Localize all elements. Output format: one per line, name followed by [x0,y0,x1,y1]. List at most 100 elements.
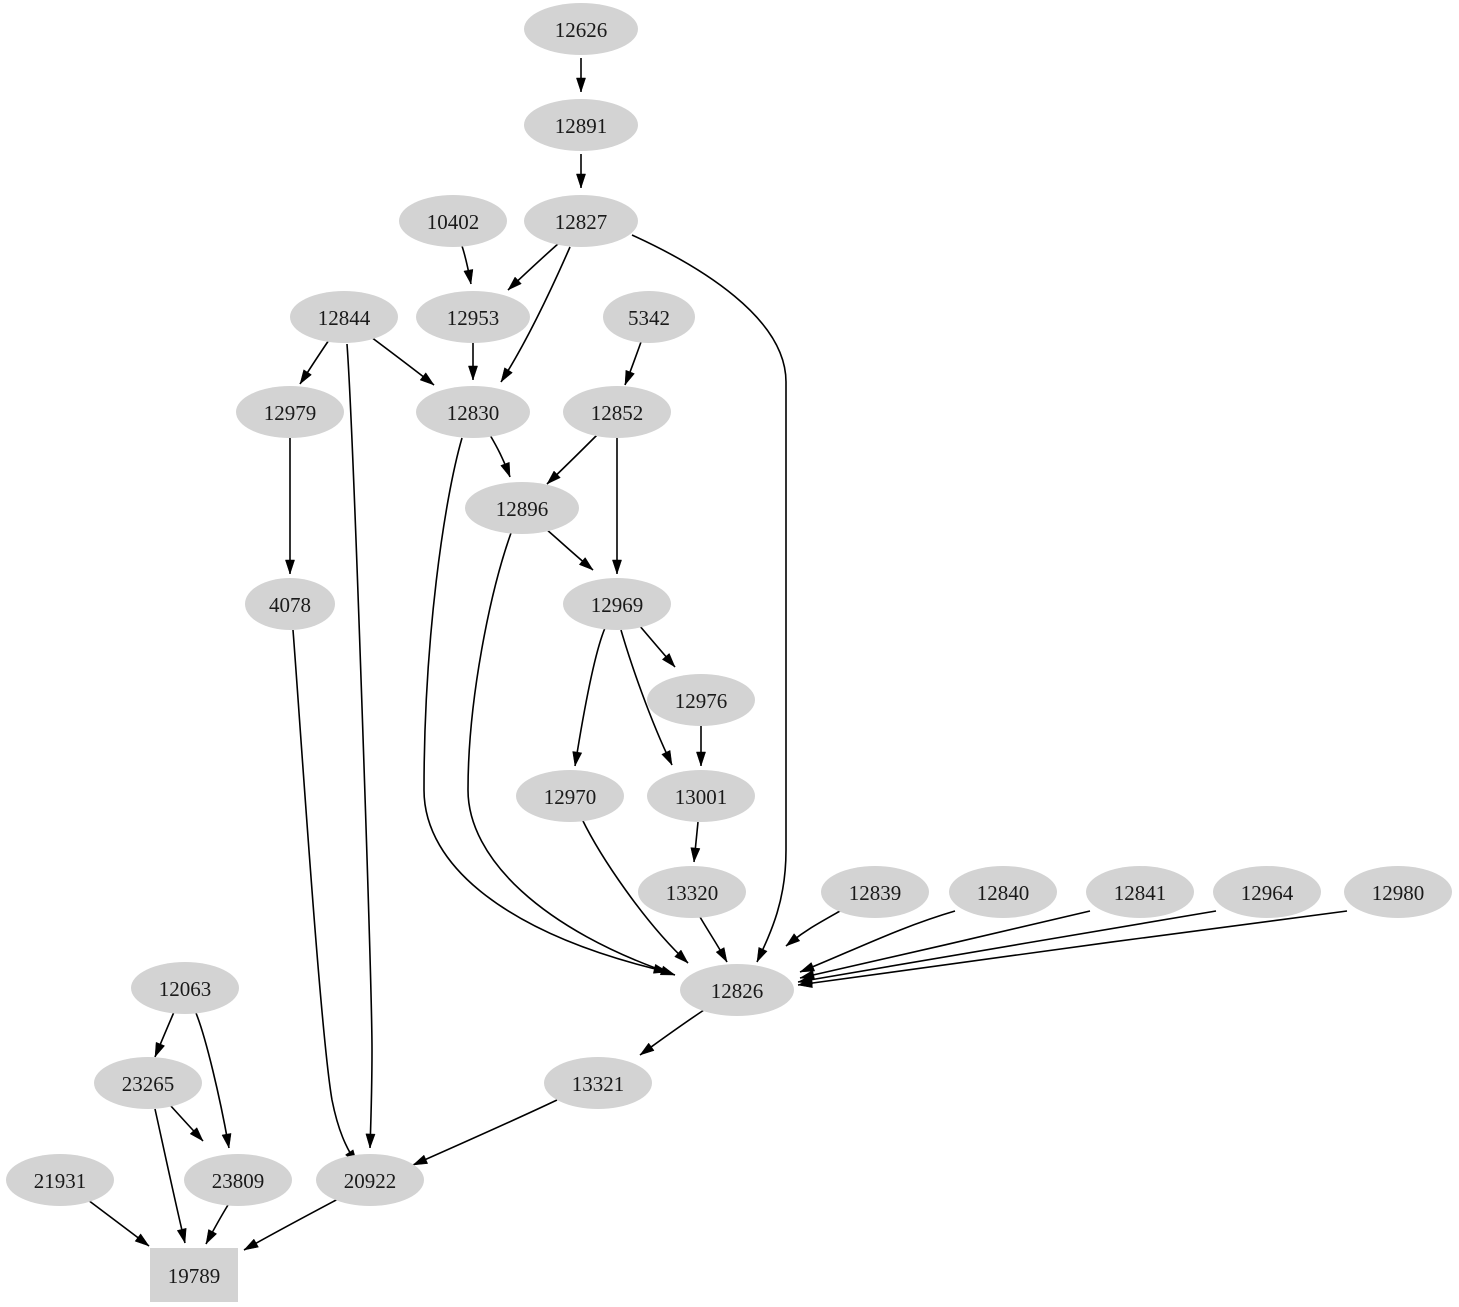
edge-12826-to-13321 [639,1007,708,1056]
edge-12969-to-12976 [638,624,676,668]
node-ellipse[interactable] [647,770,755,822]
edge-20922-to-19789 [243,1198,339,1251]
arrowhead [674,949,689,964]
edge-12063-to-23809 [195,1012,232,1149]
node-ellipse[interactable] [949,866,1057,918]
edge-12626-to-12891 [576,58,586,93]
edge-5342-to-12852 [624,341,642,386]
node-12840[interactable]: 12840 [949,866,1057,918]
edge-13321-to-20922 [412,1099,558,1166]
node-12980[interactable]: 12980 [1344,866,1452,918]
edge-10402-to-12953 [461,245,474,285]
node-ellipse[interactable] [245,578,335,630]
node-ellipse[interactable] [563,578,671,630]
node-ellipse[interactable] [416,291,530,343]
arrowhead [546,470,561,485]
node-ellipse[interactable] [1086,866,1194,918]
node-ellipse[interactable] [94,1057,202,1109]
node-ellipse[interactable] [465,482,579,534]
arrowhead [576,77,586,93]
node-12976[interactable]: 12976 [647,674,755,726]
node-box[interactable] [150,1248,238,1302]
edge-12969-to-12970 [572,627,606,767]
node-12841[interactable]: 12841 [1086,866,1194,918]
edge-12063-to-23265 [154,1011,175,1058]
node-ellipse[interactable] [524,195,638,247]
node-10402[interactable]: 10402 [399,195,507,247]
edge-12852-to-12896 [546,433,599,485]
node-ellipse[interactable] [6,1154,114,1206]
node-ellipse[interactable] [638,866,746,918]
edge-layer [87,58,1348,1251]
node-ellipse[interactable] [236,386,344,438]
node-12896[interactable]: 12896 [465,482,579,534]
arrowhead [412,1154,429,1166]
node-13320[interactable]: 13320 [638,866,746,918]
node-ellipse[interactable] [647,674,755,726]
edge-12827-to-12826 [631,234,787,963]
node-23265[interactable]: 23265 [94,1057,202,1109]
node-ellipse[interactable] [131,962,239,1014]
node-23809[interactable]: 23809 [184,1154,292,1206]
arrowhead [176,1227,187,1244]
node-ellipse[interactable] [821,866,929,918]
edge-23809-to-19789 [205,1204,229,1245]
edge-12844-to-12979 [299,339,330,385]
node-12063[interactable]: 12063 [131,962,239,1014]
arrowhead [189,1127,204,1142]
node-ellipse[interactable] [544,1057,652,1109]
node-12964[interactable]: 12964 [1213,866,1321,918]
arrowhead [624,369,635,386]
node-12891[interactable]: 12891 [524,99,638,151]
edge-13001-to-13320 [690,821,701,863]
node-4078[interactable]: 4078 [245,578,335,630]
edge-12840-to-12826 [799,910,956,973]
node-12953[interactable]: 12953 [416,291,530,343]
node-12844[interactable]: 12844 [290,291,398,343]
edge-12969-to-13001 [620,629,673,766]
node-12827[interactable]: 12827 [524,195,638,247]
arrowhead [419,372,435,386]
node-ellipse[interactable] [290,291,398,343]
node-ellipse[interactable] [416,386,530,438]
edge-12896-to-12969 [545,528,594,571]
node-ellipse[interactable] [1344,866,1452,918]
arrowhead [756,946,768,963]
node-12969[interactable]: 12969 [563,578,671,630]
node-12979[interactable]: 12979 [236,386,344,438]
node-ellipse[interactable] [516,770,624,822]
arrowhead [639,1042,655,1056]
arrowhead [468,365,478,381]
node-20922[interactable]: 20922 [316,1154,424,1206]
node-ellipse[interactable] [1213,866,1321,918]
node-ellipse[interactable] [563,386,671,438]
node-13001[interactable]: 13001 [647,770,755,822]
edge-12976-to-13001 [696,726,706,767]
node-12839[interactable]: 12839 [821,866,929,918]
node-12970[interactable]: 12970 [516,770,624,822]
edge-12844-to-20922 [346,343,376,1149]
node-ellipse[interactable] [524,3,638,55]
arrowhead [243,1238,259,1251]
node-12626[interactable]: 12626 [524,3,638,55]
arrowhead [463,269,474,285]
edge-12841-to-12826 [799,910,1091,980]
node-21931[interactable]: 21931 [6,1154,114,1206]
node-12852[interactable]: 12852 [563,386,671,438]
node-ellipse[interactable] [184,1154,292,1206]
node-ellipse[interactable] [316,1154,424,1206]
node-13321[interactable]: 13321 [544,1057,652,1109]
edge-12953-to-12830 [468,343,478,381]
node-ellipse[interactable] [524,99,638,151]
node-ellipse[interactable] [603,291,695,343]
node-ellipse[interactable] [680,964,794,1016]
node-12826[interactable]: 12826 [680,964,794,1016]
node-ellipse[interactable] [399,195,507,247]
node-19789[interactable]: 19789 [150,1248,238,1302]
arrowhead [572,751,583,767]
node-12830[interactable]: 12830 [416,386,530,438]
arrowhead [696,751,706,767]
node-5342[interactable]: 5342 [603,291,695,343]
